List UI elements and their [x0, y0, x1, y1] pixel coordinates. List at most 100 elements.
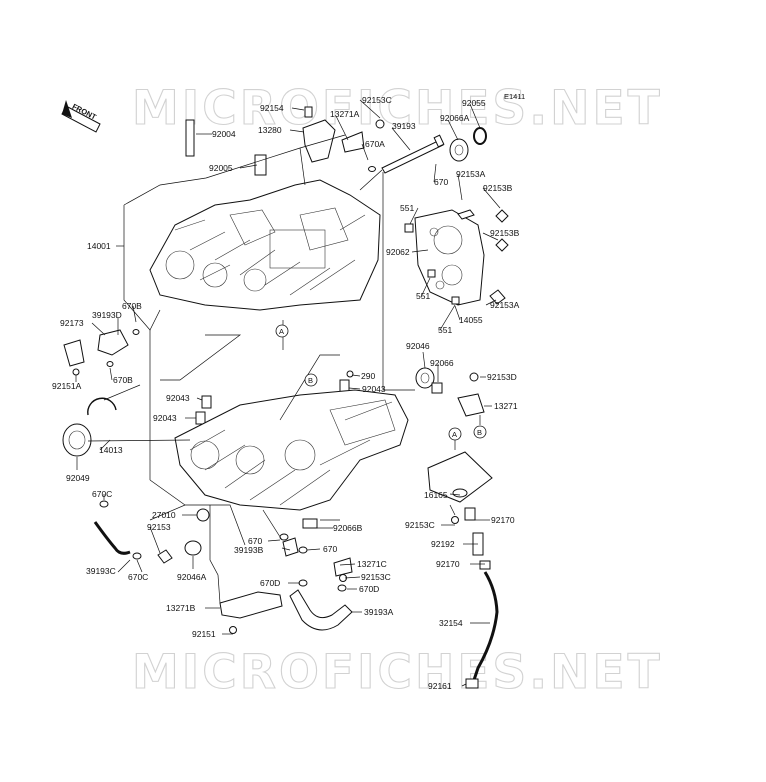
oring-670D-2 [298, 579, 308, 587]
watermark-top: MICROFICHES.NET [132, 81, 663, 136]
label-14001: 14001 [87, 241, 111, 251]
leader-lines [75, 99, 501, 687]
label-92066: 92066 [430, 358, 454, 368]
assembly-lines [87, 134, 481, 604]
clamp-92170 [479, 560, 491, 570]
oil-seal-92046 [415, 367, 435, 389]
label-92170: 92170 [491, 515, 515, 525]
label-92153C-2: 92153C [405, 520, 435, 530]
dowel-551c [451, 296, 460, 305]
bush-92066 [431, 382, 443, 394]
label-16165: 16165 [424, 490, 448, 500]
shaft-39193 [381, 139, 444, 174]
fitting-92170 [464, 507, 476, 521]
bolt-92153B [495, 209, 509, 223]
label-92055: 92055 [462, 98, 486, 108]
label-39193: 39193 [392, 121, 416, 131]
plate-13271 [457, 393, 485, 417]
oring-670B [132, 329, 140, 335]
label-670D-2: 670D [359, 584, 379, 594]
label-92151: 92151 [192, 629, 216, 639]
bolt-92153 [157, 549, 173, 564]
label-670A: 670A [365, 139, 385, 149]
label-92004: 92004 [212, 129, 236, 139]
sensor-92173 [63, 329, 129, 367]
bolt-92151 [229, 626, 237, 634]
label-551-3: 551 [438, 325, 452, 335]
part-labels: 92154 92153C 92055 13271A 92066A 13280 3… [52, 95, 520, 691]
label-92062: 92062 [386, 247, 410, 257]
label-92153B: 92153B [483, 183, 513, 193]
pipe-32154 [472, 571, 499, 681]
reference-code: E1411 [504, 92, 525, 101]
label-92173: 92173 [60, 318, 84, 328]
label-27010: 27010 [152, 510, 176, 520]
label-13280: 13280 [258, 125, 282, 135]
label-92170-2: 92170 [436, 559, 460, 569]
bolt-92153A [457, 209, 475, 220]
label-13271B: 13271B [166, 603, 196, 613]
label-14055: 14055 [459, 315, 483, 325]
dowel-551a [404, 223, 414, 233]
label-670C: 670C [92, 489, 112, 499]
label-92192: 92192 [431, 539, 455, 549]
label-92043-c: 92043 [153, 413, 177, 423]
oring-670C [99, 500, 109, 508]
plate-13271A [341, 131, 365, 153]
label-92046A: 92046A [177, 572, 207, 582]
bolt-92153D [469, 372, 479, 382]
label-92043-b: 92043 [166, 393, 190, 403]
label-13271: 13271 [494, 401, 518, 411]
label-92153A-2: 92153A [490, 300, 520, 310]
label-290: 290 [361, 371, 375, 381]
label-92049: 92049 [66, 473, 90, 483]
bush-92066B [302, 518, 318, 529]
lower-crankcase [174, 389, 409, 511]
callout-B-upper: B [304, 373, 318, 387]
label-32154: 32154 [439, 618, 463, 628]
snap-ring-14013 [87, 397, 117, 416]
oring-670C-2 [132, 552, 142, 560]
svg-text:B: B [477, 428, 482, 437]
label-92161: 92161 [428, 681, 452, 691]
plate-13271C [333, 557, 353, 577]
label-92046: 92046 [406, 341, 430, 351]
callout-A-pan: A [448, 427, 462, 441]
label-670C-2: 670C [128, 572, 148, 582]
label-14013: 14013 [99, 445, 123, 455]
label-670B: 670B [122, 301, 142, 311]
bolt-92153B-2 [495, 238, 509, 252]
label-92153C: 92153C [362, 95, 392, 105]
svg-text:A: A [279, 327, 284, 336]
gear-92066A [449, 138, 469, 162]
pin-290 [346, 370, 354, 378]
dowel-92043a [201, 395, 212, 409]
label-92153B-2: 92153B [490, 228, 520, 238]
bolt-92153C [375, 119, 385, 129]
label-92153: 92153 [147, 522, 171, 532]
bolt-92153C-pan [451, 516, 459, 524]
svg-text:B: B [308, 376, 313, 385]
stud-92004 [185, 119, 195, 157]
label-39193B: 39193B [234, 545, 264, 555]
label-670-2: 670 [248, 536, 262, 546]
oring-670-mid [298, 546, 308, 554]
label-670D: 670D [260, 578, 280, 588]
oil-seal-92046A [184, 540, 202, 556]
pipe-39193A [289, 589, 353, 631]
svg-text:A: A [452, 430, 457, 439]
label-551: 551 [400, 203, 414, 213]
label-92005: 92005 [209, 163, 233, 173]
fitting-39193B [282, 537, 299, 557]
plate-13271B [219, 591, 283, 619]
watermark-bottom: MICROFICHES.NET [132, 645, 663, 700]
label-92153A: 92153A [456, 169, 486, 179]
pipe-39193C [93, 521, 131, 555]
label-92043-a: 92043 [362, 384, 386, 394]
label-39193A: 39193A [364, 607, 394, 617]
label-39193C: 39193C [86, 566, 116, 576]
front-arrow-icon: FRONT [61, 100, 101, 133]
oring-670B-2 [106, 361, 114, 367]
dowel-551b [427, 269, 436, 278]
